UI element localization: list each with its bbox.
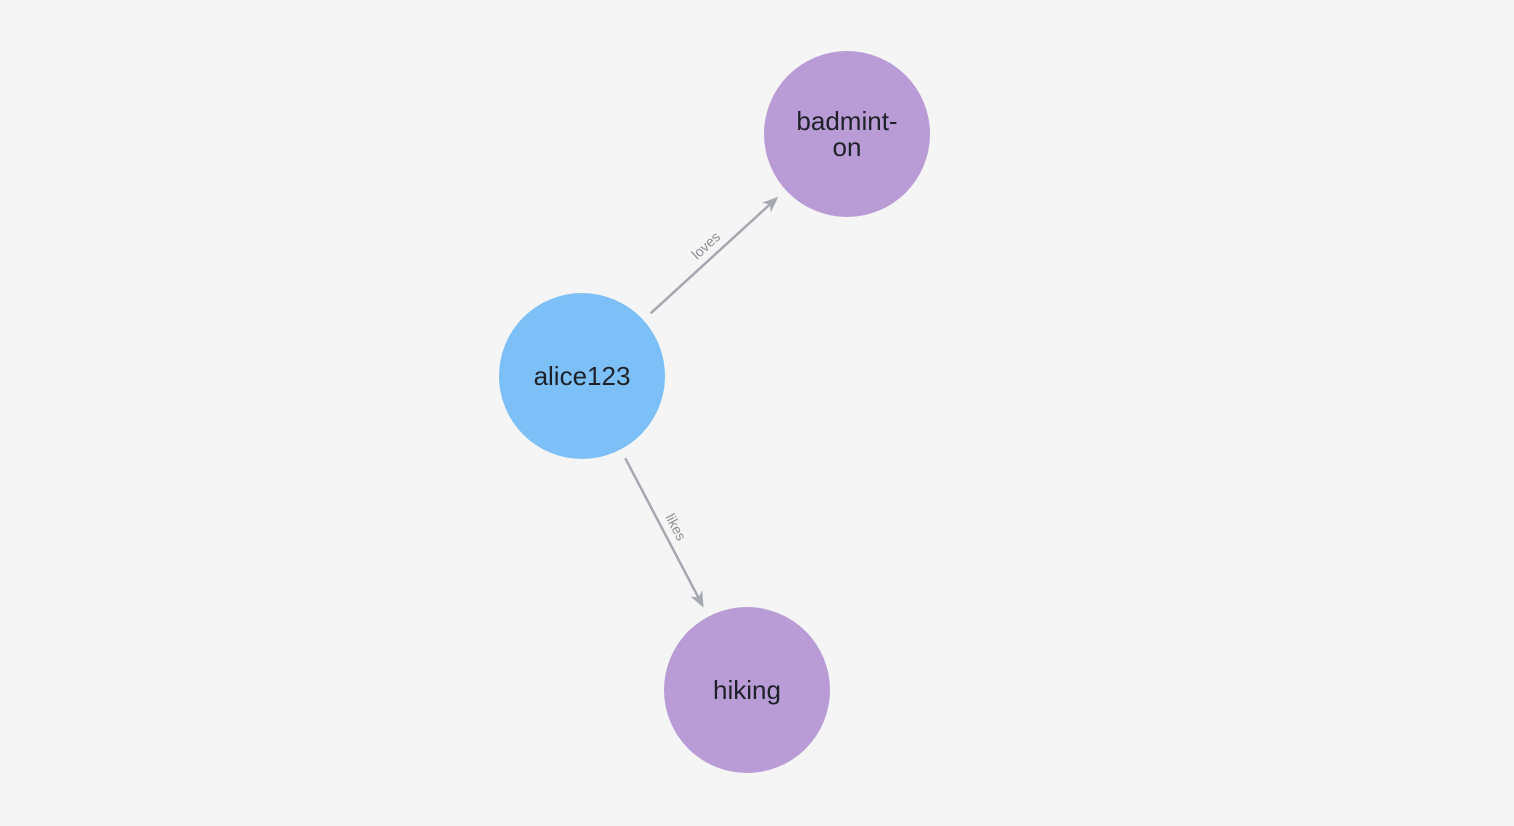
edge-line-loves xyxy=(649,203,772,315)
node-circle-alice123 xyxy=(499,293,665,459)
edge-arrowhead-icon xyxy=(690,590,704,608)
graph-node-hiking[interactable]: hiking xyxy=(664,607,830,773)
edge-label-loves: loves xyxy=(688,228,723,262)
node-circle-hiking xyxy=(664,607,830,773)
edge-arrowhead-icon xyxy=(762,196,779,213)
node-label-badminton: badmint-on xyxy=(796,106,897,162)
node-label-alice123: alice123 xyxy=(534,361,631,391)
node-circle-badminton xyxy=(764,51,930,217)
node-label-hiking: hiking xyxy=(713,675,781,705)
graph-edge-loves[interactable]: loves xyxy=(649,196,779,315)
graph-node-alice123[interactable]: alice123 xyxy=(499,293,665,459)
graph-node-badminton[interactable]: badmint-on xyxy=(764,51,930,217)
graph-edge-likes[interactable]: likes xyxy=(624,457,704,608)
edge-line-likes xyxy=(624,457,700,599)
